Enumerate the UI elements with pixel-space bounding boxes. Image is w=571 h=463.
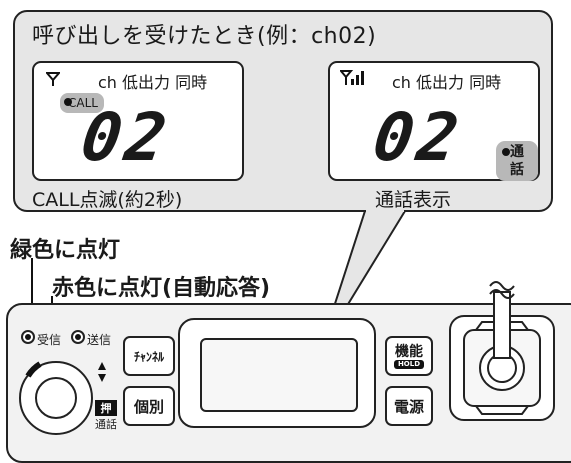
receive-led [21,330,35,344]
microphone-connector [449,281,555,421]
transmit-led [71,330,85,344]
individual-button-label: 個別 [133,397,164,416]
lcd-status-text: ch 低出力 同時 [392,73,502,92]
channel-digits: 02 [368,99,467,176]
display-bezel [178,318,376,428]
power-button-label: 電源 [393,397,424,416]
red-light-label: 赤色に点灯(自動応答) [52,276,271,301]
display-window [200,338,358,412]
lcd-display-talking: ch 低出力 同時 02 通話 [328,61,540,181]
channel-button-label: ﾁｬﾝﾈﾙ [133,349,164,364]
push-label: 押 [95,400,117,416]
channel-digits: 02 [76,99,175,176]
lcd-status-text: ch 低出力 同時 [98,73,208,92]
function-button[interactable]: 機能 HOLD [385,336,433,376]
talk-indicator-dot [502,148,510,156]
talk-display-caption: 通話表示 [375,189,452,211]
callout-pointer-seam [366,208,404,212]
lcd-display-incoming: ch 低出力 同時 CALL 02 [32,61,244,181]
antenna-icon [44,71,62,91]
function-button-label: 機能 [395,343,423,360]
talk-label: 通話 [95,418,117,431]
receive-label: 受信 [37,333,62,347]
talk-badge: 通話 [496,141,538,181]
callout-title: 呼び出しを受けたとき(例：ch02) [32,24,377,49]
push-talk-marker: 押 通話 [95,400,117,432]
green-light-label: 緑色に点灯 [10,238,121,263]
power-button[interactable]: 電源 [385,386,433,426]
talk-badge-label: 通話 [510,144,524,178]
individual-button[interactable]: 個別 [123,386,175,426]
signal-strength-icon [338,69,364,91]
call-indicator-dot [64,98,72,106]
hold-sublabel: HOLD [393,359,425,369]
channel-button[interactable]: ﾁｬﾝﾈﾙ [123,336,175,376]
call-blink-caption: CALL点滅(約2秒) [32,189,183,211]
transmit-label: 送信 [87,333,112,347]
call-badge-label: CALL [68,96,98,110]
call-badge: CALL [60,93,104,113]
rotary-knob[interactable] [10,346,120,446]
